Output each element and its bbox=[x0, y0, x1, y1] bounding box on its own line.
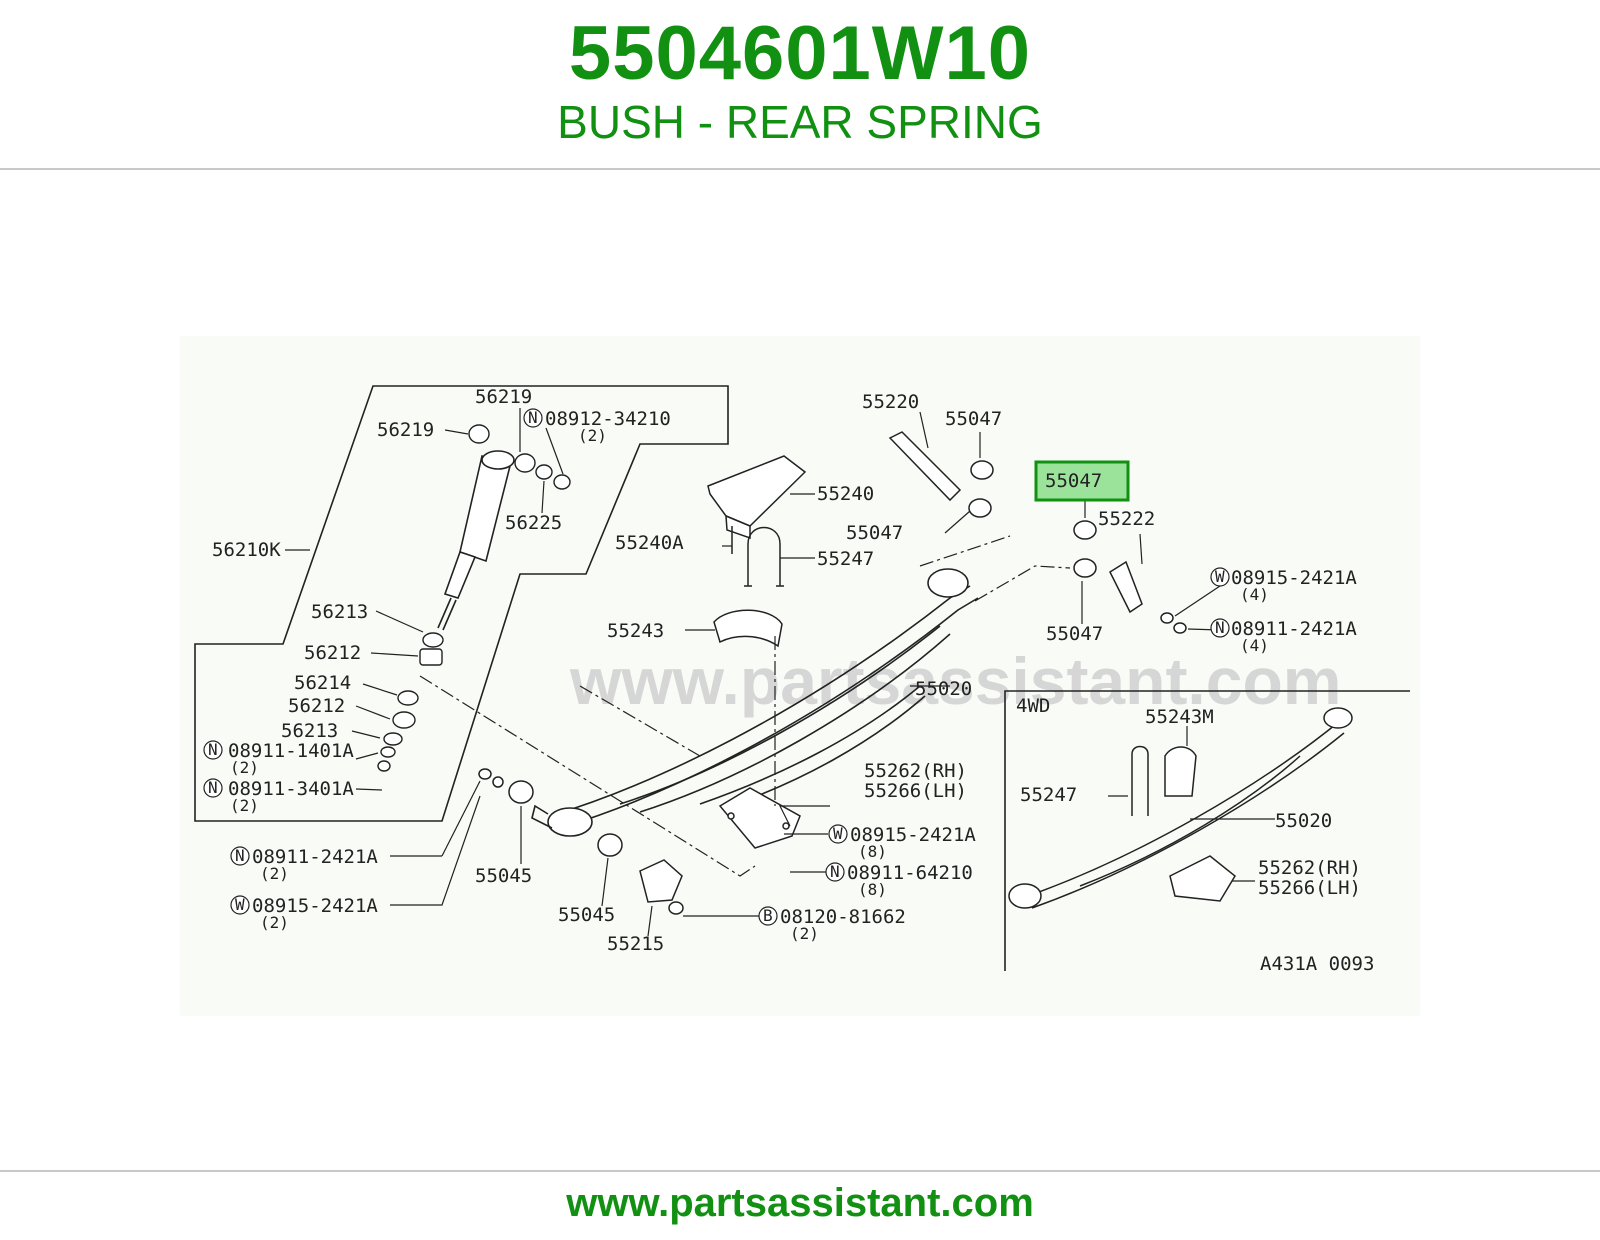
highlighted-part-box[interactable] bbox=[1034, 460, 1130, 502]
callout-55243[interactable]: 55243 bbox=[607, 620, 664, 642]
svg-text:N: N bbox=[830, 862, 840, 881]
callout-55020[interactable]: 55020 bbox=[1275, 810, 1332, 832]
header-divider bbox=[0, 168, 1600, 170]
callout-55266-lh[interactable]: 55266(LH) bbox=[864, 780, 967, 802]
callout-55045[interactable]: 55045 bbox=[558, 904, 615, 926]
leader-lines bbox=[285, 408, 1275, 937]
prefix-circles bbox=[203, 408, 1230, 926]
callout-qty: (8) bbox=[858, 842, 887, 861]
callout-w-08915-2421a[interactable]: 08915-2421A bbox=[1231, 567, 1357, 589]
callout-55215[interactable]: 55215 bbox=[607, 933, 664, 955]
inset-leaf-spring bbox=[1008, 707, 1353, 909]
prefix-n-circle-icon bbox=[230, 846, 250, 866]
prefix-n-circle-icon bbox=[523, 408, 543, 428]
callout-55243m[interactable]: 55243M bbox=[1145, 706, 1214, 728]
callout-56219[interactable]: 56219 bbox=[475, 386, 532, 408]
svg-text:B: B bbox=[763, 906, 773, 925]
prefix-letters: N N N N W B W N W N bbox=[208, 408, 1225, 925]
prefix-n-circle-icon bbox=[203, 740, 223, 760]
callout-55220[interactable]: 55220 bbox=[862, 391, 919, 413]
callout-55047-highlighted[interactable]: 55047 bbox=[1045, 470, 1102, 492]
callout-55262-rh[interactable]: 55262(RH) bbox=[864, 760, 967, 782]
svg-text:W: W bbox=[1215, 567, 1225, 586]
callout-56210k[interactable]: 56210K bbox=[212, 539, 281, 561]
footer-divider bbox=[0, 1170, 1600, 1172]
inset-4wd-frame bbox=[1004, 690, 1410, 971]
callout-56225[interactable]: 56225 bbox=[505, 512, 562, 534]
svg-text:W: W bbox=[235, 895, 245, 914]
callout-55045[interactable]: 55045 bbox=[475, 865, 532, 887]
callout-56213[interactable]: 56213 bbox=[311, 601, 368, 623]
callout-qty: (2) bbox=[260, 864, 289, 883]
callout-w-08915-2421a[interactable]: 08915-2421A bbox=[850, 824, 976, 846]
callout-55247[interactable]: 55247 bbox=[817, 548, 874, 570]
svg-text:N: N bbox=[528, 408, 538, 427]
callout-qty: (2) bbox=[790, 924, 819, 943]
callout-n-08911-64210[interactable]: 08911-64210 bbox=[847, 862, 973, 884]
spring-pad bbox=[713, 609, 783, 648]
callout-n-08911-1401a[interactable]: 08911-1401A bbox=[228, 740, 354, 762]
callout-qty: (4) bbox=[1240, 636, 1269, 655]
callout-56213[interactable]: 56213 bbox=[281, 720, 338, 742]
svg-text:N: N bbox=[208, 778, 218, 797]
spring-seat-plate bbox=[718, 787, 801, 849]
svg-text:W: W bbox=[833, 824, 843, 843]
callout-n-08911-3401a[interactable]: 08911-3401A bbox=[228, 778, 354, 800]
callout-w-08915-2421a[interactable]: 08915-2421A bbox=[252, 895, 378, 917]
prefix-n-circle-icon bbox=[825, 862, 845, 882]
svg-text:N: N bbox=[235, 846, 245, 865]
inset-label-4wd: 4WD bbox=[1016, 695, 1050, 717]
callout-56214[interactable]: 56214 bbox=[294, 672, 351, 694]
part-number-title: 5504601W10 bbox=[568, 11, 1032, 96]
leaf-spring-55020 bbox=[531, 568, 979, 837]
callout-56212[interactable]: 56212 bbox=[288, 695, 345, 717]
callout-qty: (4) bbox=[1240, 585, 1269, 604]
callout-qty: (2) bbox=[260, 913, 289, 932]
callout-56219[interactable]: 56219 bbox=[377, 419, 434, 441]
callout-55240[interactable]: 55240 bbox=[817, 483, 874, 505]
callout-n-08911-2421a[interactable]: 08911-2421A bbox=[252, 846, 378, 868]
page-header: 5504601W10 BUSH - REAR SPRING bbox=[0, 0, 1600, 168]
callout-55047[interactable]: 55047 bbox=[1046, 623, 1103, 645]
callout-qty: (2) bbox=[578, 426, 607, 445]
callout-qty: (2) bbox=[230, 796, 259, 815]
prefix-w-circle-icon bbox=[230, 895, 250, 915]
bump-stop-bracket bbox=[707, 455, 807, 554]
footer-website-link[interactable]: www.partsassistant.com bbox=[566, 1181, 1034, 1225]
prefix-n-circle-icon bbox=[1210, 618, 1230, 638]
diagram-reference-code: A431A 0093 bbox=[1260, 953, 1374, 975]
svg-text:N: N bbox=[208, 740, 218, 759]
callout-labels: 56219 56219 08912-34210 (2) 56225 56210K… bbox=[212, 386, 1374, 975]
callout-n-08911-2421a[interactable]: 08911-2421A bbox=[1231, 618, 1357, 640]
spring-shackle bbox=[888, 431, 1187, 634]
callout-qty: (2) bbox=[230, 758, 259, 777]
shock-hardware bbox=[377, 424, 571, 772]
prefix-b-circle-icon bbox=[758, 906, 778, 926]
front-hanger bbox=[478, 768, 684, 915]
shock-absorber-group-frame bbox=[194, 385, 729, 822]
callout-n-08912-34210[interactable]: 08912-34210 bbox=[545, 408, 671, 430]
parts-diagram: www.partsassistant.com bbox=[180, 336, 1420, 1016]
callout-55266-lh[interactable]: 55266(LH) bbox=[1258, 877, 1361, 899]
callout-55222[interactable]: 55222 bbox=[1098, 508, 1155, 530]
svg-text:N: N bbox=[1215, 618, 1225, 637]
callout-56212[interactable]: 56212 bbox=[304, 642, 361, 664]
callout-55247[interactable]: 55247 bbox=[1020, 784, 1077, 806]
prefix-n-circle-icon bbox=[203, 778, 223, 798]
callout-55240a[interactable]: 55240A bbox=[615, 532, 684, 554]
assembly-lines bbox=[419, 535, 1071, 877]
u-bolt bbox=[744, 526, 784, 587]
callout-55262-rh[interactable]: 55262(RH) bbox=[1258, 857, 1361, 879]
callout-qty: (8) bbox=[858, 880, 887, 899]
part-description: BUSH - REAR SPRING bbox=[557, 96, 1043, 148]
prefix-w-circle-icon bbox=[828, 824, 848, 844]
callout-55020[interactable]: 55020 bbox=[915, 678, 972, 700]
shock-absorber bbox=[437, 450, 515, 631]
callout-55047[interactable]: 55047 bbox=[846, 522, 903, 544]
callout-b-08120-81662[interactable]: 08120-81662 bbox=[780, 906, 906, 928]
prefix-w-circle-icon bbox=[1210, 567, 1230, 587]
diagram-background bbox=[180, 336, 1420, 1016]
callout-55047[interactable]: 55047 bbox=[945, 408, 1002, 430]
diagram-watermark: www.partsassistant.com bbox=[569, 644, 1341, 718]
